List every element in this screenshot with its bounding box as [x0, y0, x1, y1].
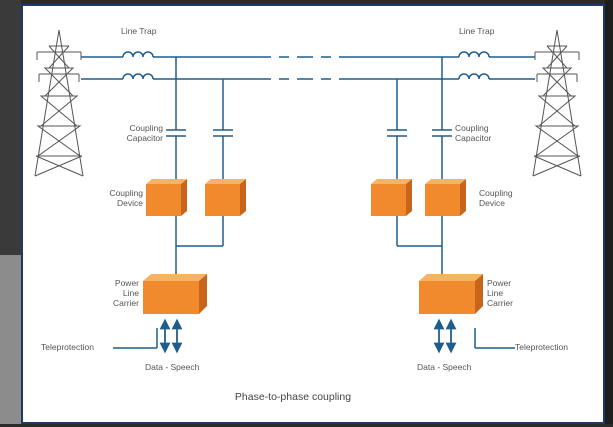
right-power-line-carrier-label-1: Power [487, 278, 511, 288]
grey-block [0, 255, 21, 424]
right-coupling-capacitor-label-1: Coupling [455, 123, 489, 133]
right-power-line-carrier [419, 274, 483, 314]
coupling-diagram: Line Trap Line Trap Coupling Capacitor C… [34, 26, 582, 403]
left-data-arrows-icon [159, 318, 183, 354]
right-data-speech-label: Data - Speech [417, 362, 472, 372]
right-line-trap-label: Line Trap [459, 26, 495, 36]
left-power-line-carrier-label-1: Power [115, 278, 139, 288]
left-power-line-carrier [143, 274, 207, 314]
right-edge [605, 0, 613, 424]
right-wiring [387, 57, 515, 349]
right-power-line-carrier-label-2: Line [487, 288, 503, 298]
right-tower-icon [532, 29, 582, 177]
right-data-arrows-icon [433, 318, 457, 354]
diagram-caption: Phase-to-phase coupling [235, 391, 351, 403]
right-coupling-device-2 [425, 179, 466, 216]
right-coupling-device-label-2: Device [479, 198, 505, 208]
diagram-panel: Line Trap Line Trap Coupling Capacitor C… [21, 4, 605, 424]
left-coupling-device-label-2: Device [117, 198, 143, 208]
left-coupling-device-label-1: Coupling [109, 188, 143, 198]
left-power-line-carrier-label-3: Carrier [113, 298, 139, 308]
right-coupling-device-label-1: Coupling [479, 188, 513, 198]
left-teleprotection-label: Teleprotection [41, 342, 94, 352]
left-data-speech-label: Data - Speech [145, 362, 200, 372]
left-coupling-device-1 [146, 179, 187, 216]
left-power-line-carrier-label-2: Line [123, 288, 139, 298]
left-tower-icon [34, 29, 84, 177]
right-coupling-capacitor-label-2: Capacitor [455, 133, 492, 143]
left-coupling-device-2 [205, 179, 246, 216]
transmission-lines [81, 51, 535, 80]
right-coupling-device-1 [371, 179, 412, 216]
left-line-trap-label: Line Trap [121, 26, 157, 36]
left-coupling-capacitor-label-1: Coupling [129, 123, 163, 133]
left-background-strip [0, 0, 21, 424]
right-teleprotection-label: Teleprotection [515, 342, 568, 352]
right-power-line-carrier-label-3: Carrier [487, 298, 513, 308]
left-coupling-capacitor-label-2: Capacitor [127, 133, 164, 143]
left-wiring [113, 57, 233, 349]
